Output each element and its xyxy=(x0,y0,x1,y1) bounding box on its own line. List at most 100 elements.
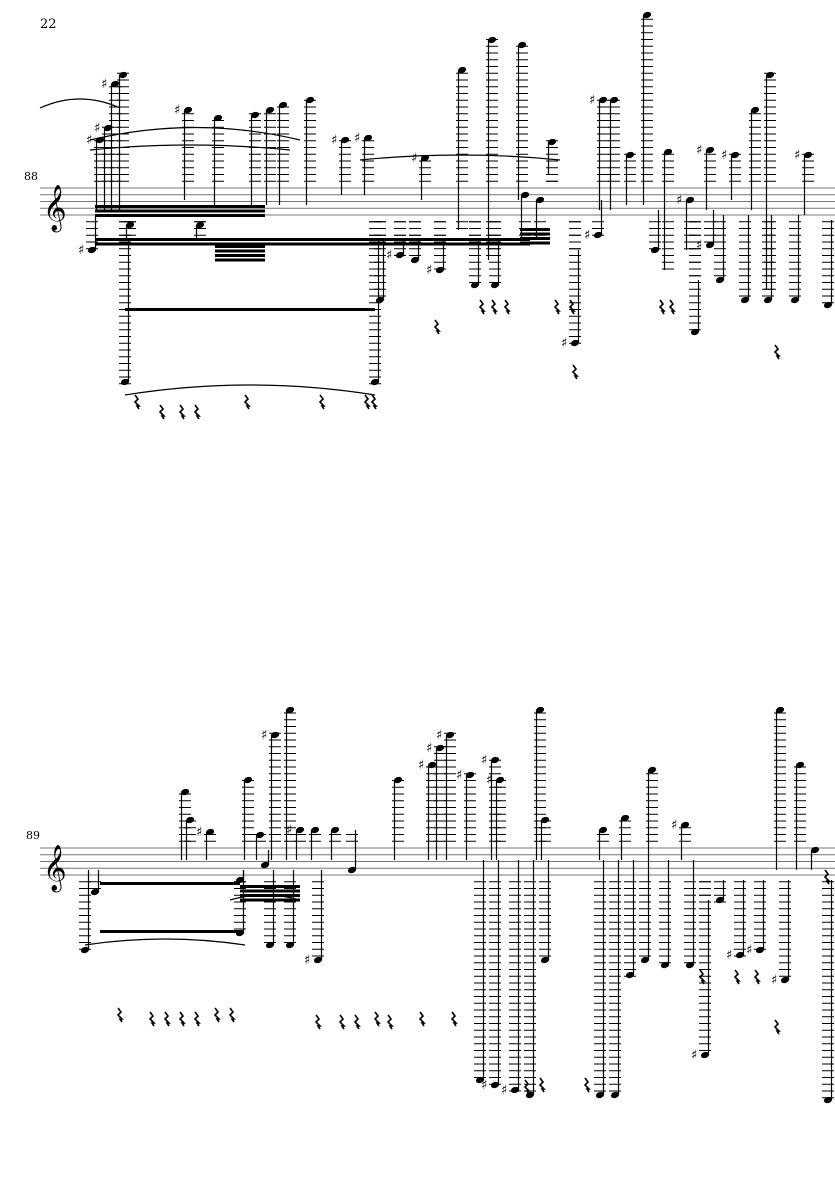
note-head xyxy=(310,826,320,834)
note-head xyxy=(593,231,603,239)
sharp-icon: ♯ xyxy=(486,773,492,788)
sharp-icon: ♯ xyxy=(196,825,202,840)
note-head xyxy=(535,706,545,714)
sharp-icon: ♯ xyxy=(676,193,682,208)
sharp-icon: ♯ xyxy=(354,131,360,146)
note-head xyxy=(642,11,652,19)
sharp-icon: ♯ xyxy=(726,948,732,963)
note-head xyxy=(780,976,790,984)
beam xyxy=(520,232,550,236)
rest-icon xyxy=(668,299,676,315)
rest-icon xyxy=(193,1011,201,1027)
sharp-icon: ♯ xyxy=(794,148,800,163)
beam xyxy=(520,228,550,231)
sharp-icon: ♯ xyxy=(691,1048,697,1063)
beam xyxy=(215,245,265,248)
note-head xyxy=(755,946,765,954)
rest-icon xyxy=(193,404,201,420)
note-head xyxy=(213,114,223,122)
sharp-icon: ♯ xyxy=(746,943,752,958)
rest-icon xyxy=(733,969,741,985)
note-head xyxy=(110,80,120,88)
rest-icon xyxy=(353,1014,361,1030)
beam xyxy=(95,205,265,208)
rest-icon xyxy=(178,1011,186,1027)
rest-icon xyxy=(553,299,561,315)
note-head xyxy=(547,138,557,146)
note-head xyxy=(490,1081,500,1089)
slur xyxy=(89,144,291,151)
beam xyxy=(215,258,265,262)
beam xyxy=(520,237,550,240)
note-head xyxy=(340,136,350,144)
note-head xyxy=(647,766,657,774)
slur xyxy=(89,126,301,141)
note-head xyxy=(705,146,715,154)
rest-icon xyxy=(363,394,371,410)
page-number: 22 xyxy=(40,17,57,32)
note-head xyxy=(660,961,670,969)
note-head xyxy=(750,106,760,114)
sharp-icon: ♯ xyxy=(304,953,310,968)
rest-icon xyxy=(338,1014,346,1030)
note-head xyxy=(803,151,813,159)
note-head xyxy=(570,339,580,347)
sharp-icon: ♯ xyxy=(481,1078,487,1093)
rest-icon xyxy=(773,344,781,360)
rest-icon xyxy=(386,1014,394,1030)
rest-icon xyxy=(478,299,486,315)
rest-icon xyxy=(503,299,511,315)
note-head xyxy=(265,941,275,949)
treble-clef-icon: 𝄞 xyxy=(43,845,67,893)
rest-icon xyxy=(116,1007,124,1023)
note-head xyxy=(393,776,403,784)
note-head xyxy=(680,821,690,829)
note-head xyxy=(685,196,695,204)
note-head xyxy=(445,731,455,739)
sharp-icon: ♯ xyxy=(426,741,432,756)
rest-icon xyxy=(753,969,761,985)
beam xyxy=(100,882,240,885)
note-head xyxy=(700,1051,710,1059)
note-head xyxy=(625,151,635,159)
beam xyxy=(95,214,265,217)
note-head xyxy=(495,776,505,784)
sharp-icon: ♯ xyxy=(331,133,337,148)
note-head xyxy=(255,831,265,839)
sharp-icon: ♯ xyxy=(696,238,702,253)
note-head xyxy=(90,888,100,896)
note-head xyxy=(457,66,467,74)
beam xyxy=(125,308,375,311)
note-head xyxy=(103,124,113,132)
note-head xyxy=(395,251,405,259)
sharp-icon: ♯ xyxy=(456,768,462,783)
note-head xyxy=(690,328,700,336)
sharp-icon: ♯ xyxy=(426,263,432,278)
note-head xyxy=(715,896,725,904)
note-head xyxy=(740,296,750,304)
note-head xyxy=(730,151,740,159)
note-head xyxy=(685,961,695,969)
note-head xyxy=(347,866,357,874)
note-head xyxy=(125,221,135,229)
rest-icon xyxy=(523,1079,531,1095)
note-head xyxy=(285,706,295,714)
rest-icon xyxy=(373,1011,381,1027)
rest-icon xyxy=(314,1014,322,1030)
sharp-icon: ♯ xyxy=(94,121,100,136)
rest-icon xyxy=(433,319,441,335)
note-head xyxy=(763,296,773,304)
note-head xyxy=(80,946,90,954)
rest-icon xyxy=(658,299,666,315)
rest-icon xyxy=(698,969,706,985)
rest-icon xyxy=(318,394,326,410)
rest-icon xyxy=(370,394,378,410)
note-head xyxy=(595,1091,605,1099)
sharp-icon: ♯ xyxy=(436,728,442,743)
note-head xyxy=(118,71,128,79)
note-head xyxy=(490,756,500,764)
slur xyxy=(229,894,301,901)
rest-icon xyxy=(450,1011,458,1027)
note-head xyxy=(180,788,190,796)
note-head xyxy=(620,814,630,822)
